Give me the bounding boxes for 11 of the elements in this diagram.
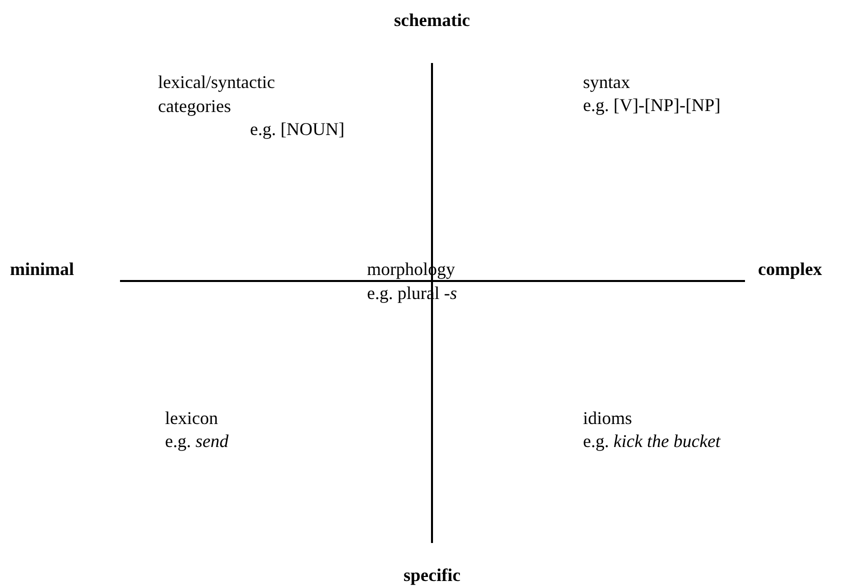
axis-label: specific (402, 564, 462, 586)
axis-label: idioms (583, 407, 632, 430)
axis-label: e.g. kick the bucket (583, 430, 720, 453)
axis-label: syntax (583, 71, 630, 94)
axis-label: lexicon (165, 407, 218, 430)
axis-label: schematic (393, 9, 471, 32)
axis-label: minimal (10, 258, 74, 281)
axis-label: complex (758, 258, 822, 281)
axis-label: e.g. [V]-[NP]-[NP] (583, 94, 720, 117)
axis-label: e.g. send (165, 430, 228, 453)
axis-label: e.g. [NOUN] (250, 118, 344, 141)
